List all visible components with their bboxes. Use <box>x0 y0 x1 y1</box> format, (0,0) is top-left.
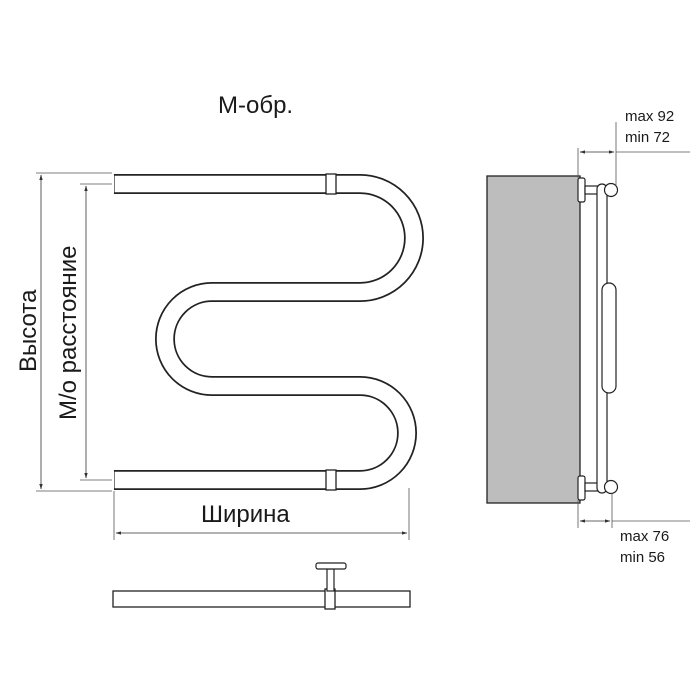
side-top-max: max 92 <box>625 108 674 125</box>
width-label: Ширина <box>201 501 290 528</box>
side-view <box>486 175 619 504</box>
top-view <box>112 562 411 610</box>
side-top-dimension <box>577 122 690 186</box>
wall <box>486 175 581 504</box>
height-label: Высота <box>15 289 42 372</box>
diagram-title: М-обр. <box>218 92 293 119</box>
side-bottom-dimension <box>577 493 690 528</box>
width-dimension <box>113 488 410 540</box>
bottom-coupling <box>325 469 337 491</box>
height-dimension <box>36 172 112 492</box>
center-distance-dimension <box>80 183 112 481</box>
wall-mount-bottom <box>577 475 586 501</box>
top-coupling <box>325 173 337 195</box>
m-shaped-tube <box>114 174 424 490</box>
wall-mount-top <box>577 177 586 203</box>
side-bottom-max: max 76 <box>620 528 669 545</box>
side-bottom-min: min 56 <box>620 549 665 566</box>
center-distance-label: М/о расстояние <box>55 246 82 420</box>
side-top-min: min 72 <box>625 129 670 146</box>
